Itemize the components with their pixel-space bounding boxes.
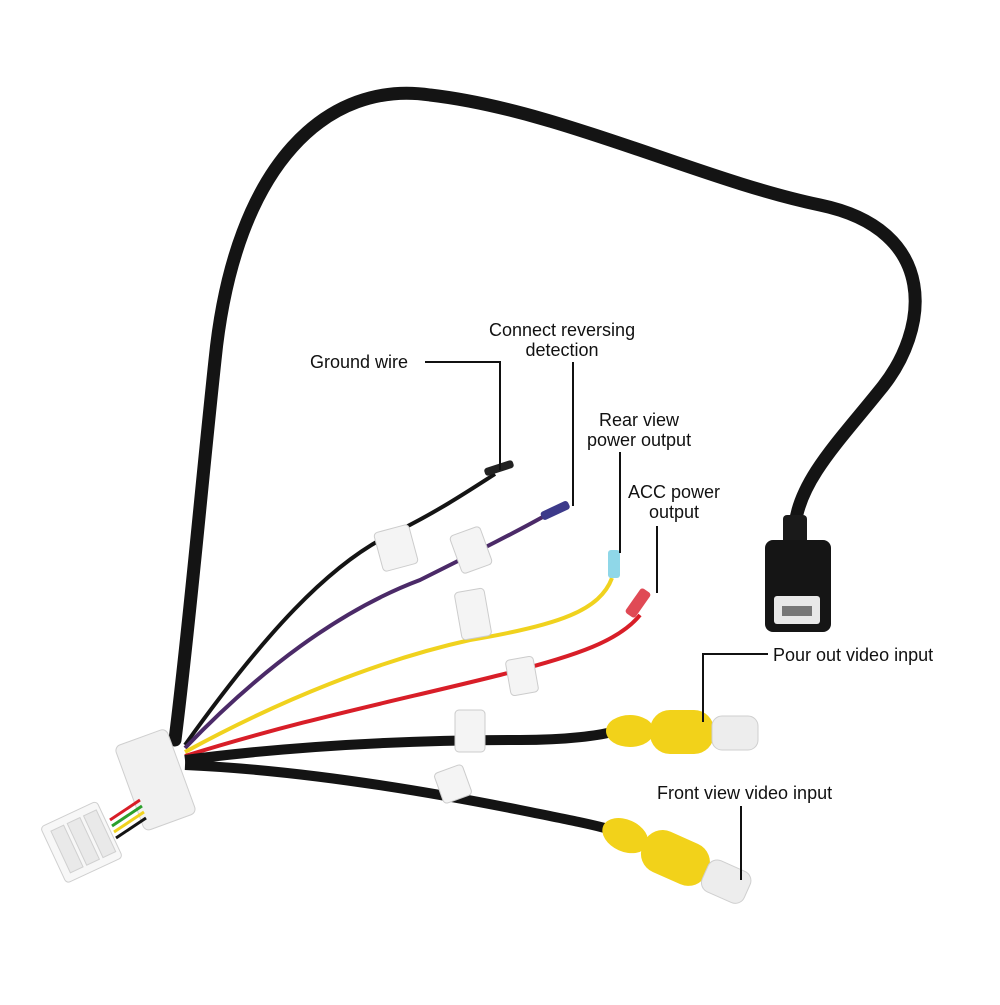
rear-power-wire <box>184 577 614 754</box>
cable-tag <box>373 524 419 572</box>
reversing-terminal <box>540 501 570 520</box>
rear-power-label: Rear view power output <box>587 410 692 450</box>
cable-tag <box>454 587 492 641</box>
cable-tag <box>434 764 472 804</box>
pour-out-video-label: Pour out video input <box>773 645 934 665</box>
reversing-wire <box>183 512 549 750</box>
rear-power-terminal <box>608 550 620 578</box>
front-video-label: Front view video input <box>657 783 833 803</box>
cable-tag <box>505 655 539 697</box>
rca-cable-front <box>184 760 614 835</box>
ground-wire-leader <box>425 361 501 470</box>
cable-tag <box>449 526 493 574</box>
ground-wire-label: Ground wire <box>310 352 409 372</box>
cable-tag <box>454 709 486 753</box>
acc-power-label: ACC power output <box>628 482 721 522</box>
rca-connector-pour-out <box>606 710 759 754</box>
ground-wire <box>183 472 497 747</box>
usb-connector <box>765 515 831 632</box>
pour-out-leader <box>702 653 768 722</box>
reversing-label: Connect reversing detection <box>489 320 636 360</box>
connector-wire-bundle <box>109 798 147 840</box>
rca-connector-front <box>602 818 752 904</box>
acc-power-wire <box>184 613 642 758</box>
acc-terminal <box>625 588 651 618</box>
harness-wrap-label <box>115 729 196 831</box>
usb-cable <box>168 86 922 747</box>
multi-pin-connector <box>41 801 122 883</box>
